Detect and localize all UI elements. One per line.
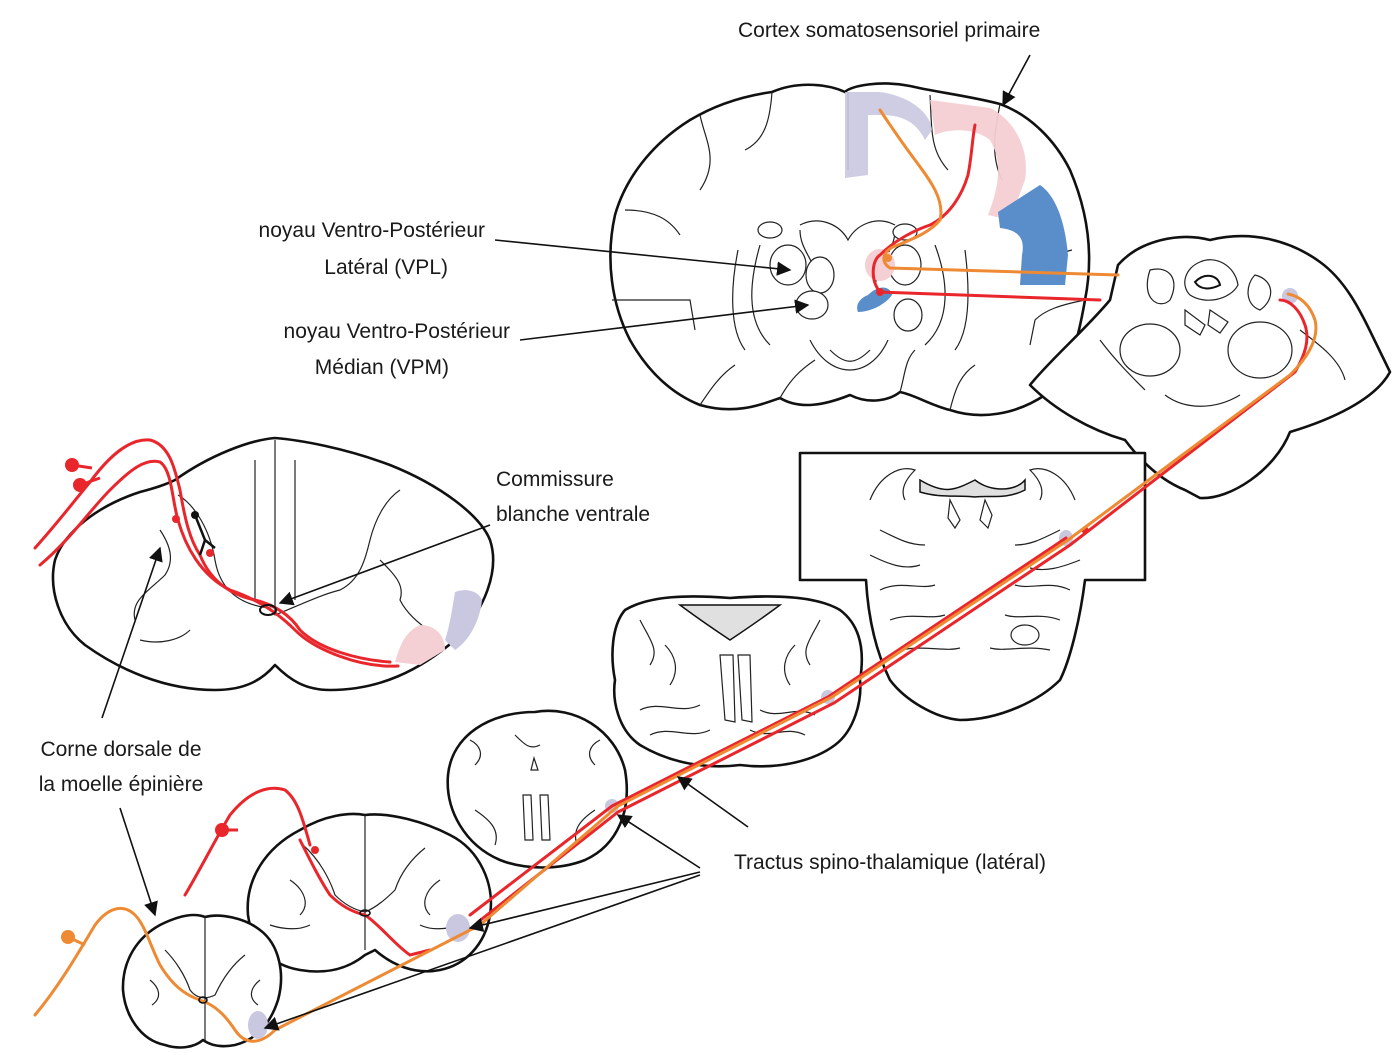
tract-pointer-1 [678, 777, 748, 827]
commissure-label-line2: blanche ventrale [496, 503, 650, 526]
vpl-label-line1: noyau Ventro-Postérieur [259, 219, 485, 242]
lower-medulla-section [448, 711, 627, 868]
cortex-pointer [1003, 55, 1030, 105]
medulla-section [612, 596, 861, 766]
tract-label: Tractus spino-thalamique (latéral) [734, 851, 1046, 874]
brain-coronal-section [610, 84, 1089, 415]
dorsal-horn-label-line1: Corne dorsale de [40, 738, 201, 761]
interneuron-soma [191, 511, 199, 519]
vpm-label-line2: Médian (VPM) [315, 356, 449, 379]
vpm-label-line1: noyau Ventro-Postérieur [284, 320, 510, 343]
dorsal-horn-pointer-lower [120, 808, 155, 915]
spinal-cord-mid-section [248, 814, 491, 972]
spinal-cord-large-section [53, 438, 493, 690]
tract-pointer-2 [618, 815, 700, 868]
commissure-label-line1: Commissure [496, 468, 614, 491]
vpl-label-line2: Latéral (VPL) [324, 256, 448, 279]
dorsal-horn-label-line2: la moelle épinière [39, 773, 204, 796]
cortex-label: Cortex somatosensoriel primaire [738, 19, 1040, 42]
